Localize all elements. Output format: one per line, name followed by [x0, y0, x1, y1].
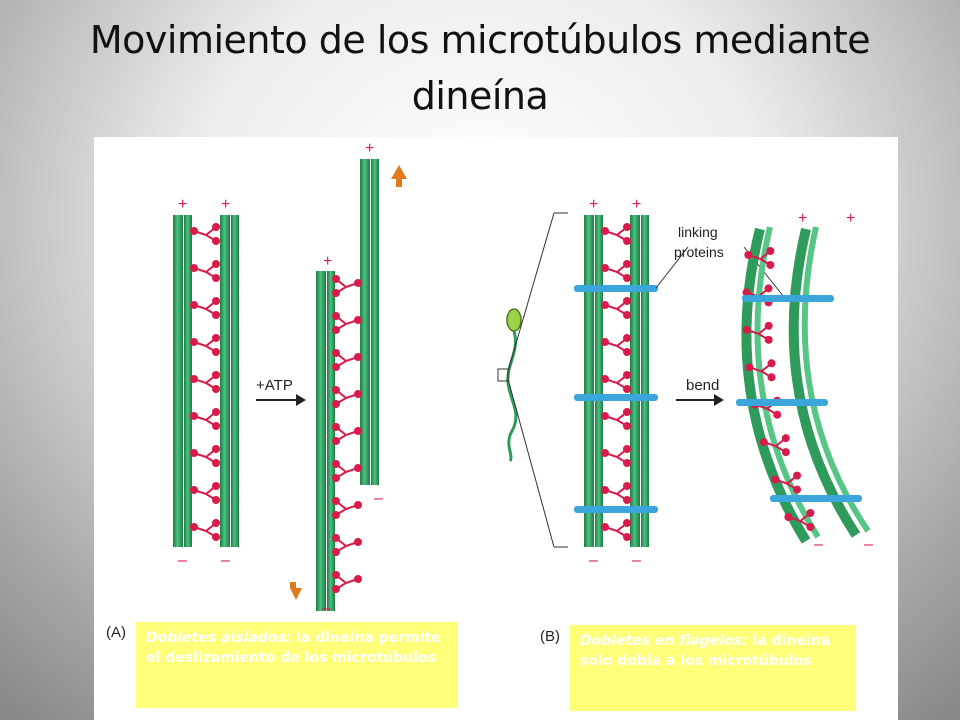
dynein-arm [745, 359, 776, 382]
dynein-arm [601, 223, 631, 245]
dynein-arm [784, 509, 815, 531]
title-line-2: dineína [411, 74, 549, 118]
note-a-italic: Dobletes aislados: [146, 630, 292, 646]
dynein-arm [190, 408, 220, 430]
dynein-arm [742, 321, 773, 344]
dynein-arm [332, 497, 362, 519]
atp-arrow [256, 394, 306, 406]
dynein-arm [744, 247, 775, 269]
dynein-arm [332, 423, 362, 445]
dynein-arm [601, 297, 631, 319]
dynein-arm [332, 275, 362, 297]
dynein-arm [601, 334, 631, 356]
title-line-1: Movimiento de los microtúbulos mediante [89, 18, 871, 62]
note-b-text: la dineína solo dobla a los microtúbulos [580, 633, 831, 669]
plus-sign-b2: + [365, 140, 374, 157]
dynein-arm [332, 571, 362, 593]
panel-b-label: (B) [540, 628, 560, 645]
doublet-pair-flagellum [574, 215, 658, 547]
minus-sign-c1: – [589, 552, 598, 569]
arrow-up-icon [391, 165, 407, 187]
bend-label: bend [686, 377, 719, 394]
atp-label: +ATP [256, 377, 293, 394]
plus-sign-b1: + [323, 253, 332, 270]
dynein-arm [601, 260, 631, 282]
dynein-arm [601, 445, 631, 467]
microtubule-right-b [231, 215, 239, 547]
dynein-arm [601, 482, 631, 504]
dynein-arm [601, 408, 631, 430]
plus-sign-c2: + [632, 196, 641, 213]
linking-protein-bent-3 [770, 495, 862, 502]
note-isolated-doublets: Dobletes aislados: la dineína permite el… [136, 622, 458, 708]
dynein-arm [332, 386, 362, 408]
microtubule-bent-right-b [801, 226, 871, 533]
bend-arrow [676, 394, 724, 406]
dynein-arm [190, 223, 220, 245]
linking-protein-1 [574, 285, 658, 292]
microtubule-bent-left [741, 227, 811, 544]
minus-sign-d1: – [814, 536, 823, 553]
dynein-arm [332, 349, 362, 371]
zoom-line-bottom [507, 378, 555, 548]
dynein-diagram: + + – – +ATP + + – – (A) [106, 140, 873, 645]
doublet-pair-sliding [316, 159, 379, 611]
plus-sign-a1: + [178, 196, 187, 213]
microtubule-sliding-left [316, 271, 326, 611]
linking-label-1: linking [678, 224, 718, 240]
plus-sign-d1: + [798, 210, 807, 227]
dynein-arm [190, 260, 220, 282]
dynein-arm [190, 482, 220, 504]
note-flagella-doublets: Dobletes en flagelos: la dineína solo do… [570, 625, 856, 711]
dynein-arm [332, 534, 362, 556]
plus-sign-c1: + [589, 196, 598, 213]
dynein-arm [190, 297, 220, 319]
linking-protein-2 [574, 394, 658, 401]
panel-a-label: (A) [106, 624, 126, 641]
plus-sign-d2: + [846, 210, 855, 227]
microtubule-flag-right-b [641, 215, 649, 547]
flagellum-icon [497, 308, 522, 462]
dynein-arm [190, 519, 220, 541]
minus-sign-b1: – [374, 490, 383, 507]
dynein-arm [190, 371, 220, 393]
dynein-arm [759, 434, 790, 457]
dynein-arm [601, 519, 631, 541]
linking-pointer-1 [655, 246, 689, 289]
linking-protein-3 [574, 506, 658, 513]
minus-sign-c2: – [632, 552, 641, 569]
dynein-arm [332, 312, 362, 334]
minus-sign-a2: – [221, 552, 230, 569]
microtubule-flag-right [630, 215, 640, 547]
microtubule-right [220, 215, 230, 547]
page-title: Movimiento de los microtúbulos mediante … [0, 12, 960, 124]
note-a-text: la dineína permite el deslizamiento de l… [146, 630, 441, 666]
microtubule-flag-left [584, 215, 594, 547]
note-b-italic: Dobletes en flagelos: [580, 633, 748, 649]
minus-sign-a1: – [178, 552, 187, 569]
doublet-pair-initial [173, 215, 239, 547]
doublet-pair-bent [736, 226, 871, 544]
dynein-arm [190, 445, 220, 467]
dynein-arm [771, 471, 802, 494]
dynein-arm [332, 460, 362, 482]
linking-protein-bent-1 [742, 295, 834, 302]
arrow-down-icon [284, 582, 302, 600]
microtubule-sliding-left-b [327, 271, 335, 611]
minus-sign-d2: – [864, 536, 873, 553]
plus-sign-a2: + [221, 196, 230, 213]
linking-protein-bent-2 [736, 399, 828, 406]
linking-label-2: proteins [674, 244, 724, 260]
dynein-arm [601, 371, 631, 393]
microtubule-sliding-right [360, 159, 370, 485]
minus-sign-b2: – [322, 600, 331, 617]
microtubule-left [173, 215, 183, 547]
microtubule-left-b [184, 215, 192, 547]
microtubule-sliding-right-b [371, 159, 379, 485]
dynein-arm [190, 334, 220, 356]
microtubule-flag-left-b [595, 215, 603, 547]
zoom-line-top [507, 212, 555, 372]
